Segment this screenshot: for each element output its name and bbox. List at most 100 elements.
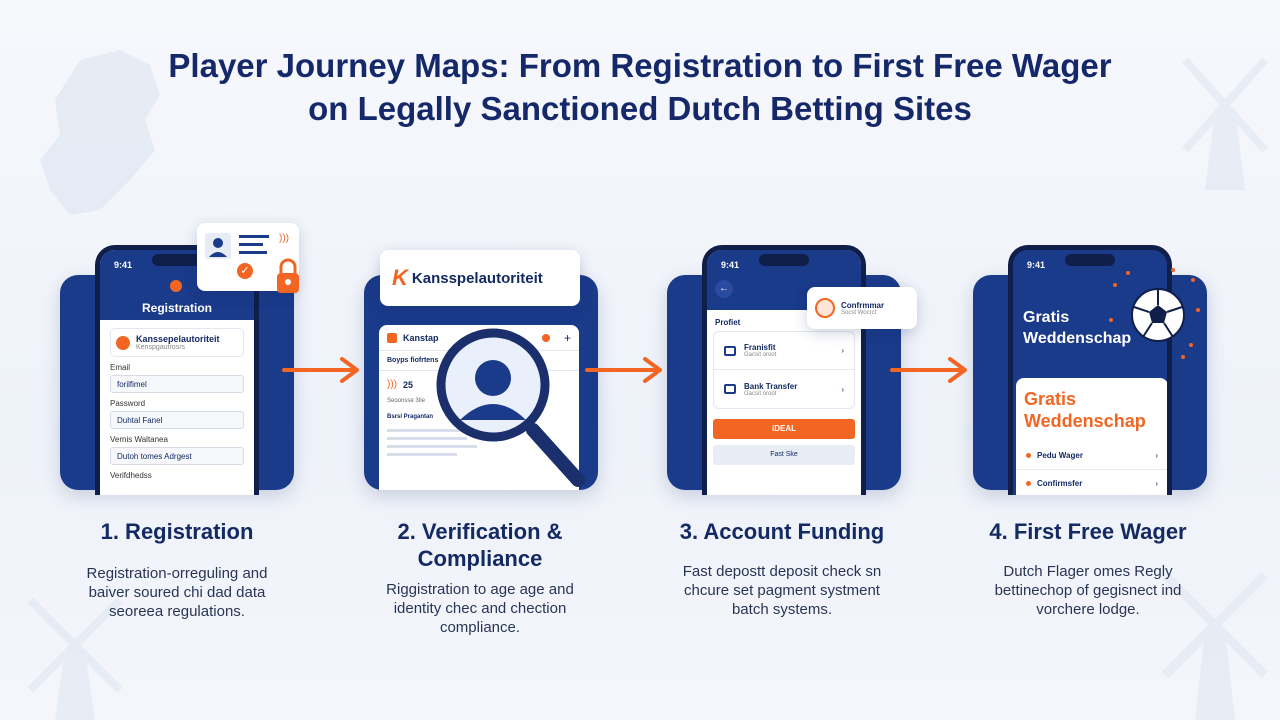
phone-notch <box>152 254 202 266</box>
id-photo-icon <box>205 233 231 259</box>
step-1-title: 1. Registration <box>100 519 254 544</box>
phone-notch <box>1065 254 1115 266</box>
chevron-right-icon: › <box>841 346 844 355</box>
chevron-right-icon: › <box>1155 451 1158 460</box>
step-4-desc: Dutch Flager omes Regly bettinechop of g… <box>958 562 1218 619</box>
step-4-title: 4. First Free Wager <box>989 519 1187 544</box>
desc-line: Fast depostt deposit check sn <box>682 563 882 580</box>
registration-form: Kanssepelautoriteit Kenspgautrosrs Email… <box>100 320 254 488</box>
status-time: 9:41 <box>1027 260 1046 270</box>
payment-methods: Franisfit Gacsit oroot › Bank Transfer G… <box>713 331 855 409</box>
regulator-screen: Kanstap + Boyps fiofrtens ))) 25 Seoonss… <box>379 325 579 490</box>
step-3-title: 3. Account Funding <box>679 519 885 544</box>
password-field[interactable]: Duhtal Fanel <box>110 411 244 429</box>
header-title-line-1: Gratis <box>1023 309 1070 326</box>
status-time: 9:41 <box>114 260 133 270</box>
wager-card-title: Gratis Weddenschap <box>1016 378 1167 442</box>
confirmation-popup: Confrmmar Socst Wocrct <box>807 287 917 329</box>
screen-scan-row: ))) 25 <box>379 371 579 398</box>
verification-label: Verifdhedss <box>110 471 152 480</box>
step-1-desc: Registration-orreguling and baiver soure… <box>47 564 307 621</box>
header-title-line-2: Weddenschap <box>1023 330 1132 347</box>
popup-sub: Socst Wocrct <box>841 309 877 316</box>
step-3-desc: Fast depostt deposit check sn chcure set… <box>652 562 912 619</box>
wager-title-line-1: Gratis <box>1024 389 1077 409</box>
add-tab-button[interactable]: + <box>563 330 571 345</box>
brand-sub: Kenspgautrosrs <box>136 344 186 351</box>
desc-line: baiver soured chi dad data <box>88 584 266 601</box>
screen-title: Registration <box>141 301 212 315</box>
step-2-title-line-1: 2. Verification & <box>397 519 563 544</box>
flow-arrow-icon <box>890 357 967 383</box>
check-badge-icon: ✓ <box>237 263 253 279</box>
status-time: 9:41 <box>721 260 740 270</box>
header-title: Gratis Weddenschap <box>1023 307 1131 349</box>
wager-card: Gratis Weddenschap Pedu Wager › Confirms… <box>1016 378 1167 495</box>
email-field[interactable]: forilfimel <box>110 375 244 393</box>
magnifier-icon <box>428 320 588 490</box>
chevron-right-icon: › <box>1155 479 1158 488</box>
desc-line: vorchere lodge. <box>1036 601 1140 618</box>
page-title-line-2: on Legally Sanctioned Dutch Betting Site… <box>308 90 972 127</box>
brand-logo-icon <box>116 335 130 350</box>
desc-line: bettinechop of gegisnect ind <box>994 582 1182 599</box>
windmill-icon <box>1161 571 1269 720</box>
scan-sub: Seoonsse 3Iie <box>387 398 426 404</box>
screen-row-2: Bsrsl Pragantan <box>387 414 434 420</box>
flow-arrow-icon <box>282 357 359 383</box>
page-title: Player Journey Maps: From Registration t… <box>0 44 1280 130</box>
bullet-icon <box>1026 481 1031 486</box>
back-arrow-icon[interactable]: ← <box>715 280 733 298</box>
payment-method-row[interactable]: Franisfit Gacsit oroot › <box>714 332 854 370</box>
ksa-logo-icon: K <box>392 265 408 290</box>
bank-icon <box>724 384 736 394</box>
tab-logo-icon <box>387 332 397 343</box>
id-text-lines <box>239 235 269 254</box>
step-2-title: 2. Verification & Compliance <box>350 518 610 572</box>
desc-line: seoreea regulations. <box>109 603 245 620</box>
wager-row[interactable]: Pedu Wager › <box>1016 442 1167 470</box>
other-method-button[interactable]: Fast Ske <box>713 445 855 465</box>
wager-row[interactable]: Confirmsfer › <box>1016 470 1167 495</box>
chevron-right-icon: › <box>841 384 844 394</box>
address-label: Vernis Waltanea <box>110 435 168 444</box>
wager-title-line-2: Weddenschap <box>1024 411 1146 431</box>
status-dot-icon <box>541 333 550 342</box>
app-logo-icon <box>170 280 182 292</box>
brand-name: Kanssepelautoriteit <box>136 334 220 344</box>
windmill-icon <box>1182 57 1268 190</box>
page-title-line-1: Player Journey Maps: From Registration t… <box>168 47 1112 84</box>
wager-row-label: Confirmsfer <box>1037 479 1083 488</box>
phone-mockup: 9:41 ← Profiet Franisfit Gacsit oroot › … <box>702 245 866 495</box>
ideal-button[interactable]: iDEAL <box>713 419 855 439</box>
regulator-logo-card: K Kansspelautoriteit <box>380 250 580 306</box>
method-name: Franisfit <box>744 343 776 352</box>
method-sub: Gacsit oroot <box>744 352 777 358</box>
phone-header: 9:41 ← <box>707 250 861 310</box>
confirm-icon <box>815 298 835 318</box>
phone-notch <box>759 254 809 266</box>
bullet-icon <box>1026 453 1031 458</box>
step-2-title-line-2: Compliance <box>417 546 543 571</box>
step-2-desc: Riggistration to age age and identity ch… <box>350 580 610 637</box>
password-label: Password <box>110 399 146 408</box>
popup-title: Confrmmar <box>841 300 885 310</box>
desc-line: Riggistration to age age and <box>386 581 574 598</box>
tab-label: Kanstap <box>403 332 439 343</box>
desc-line: Dutch Flager omes Regly <box>1003 563 1173 580</box>
method-name: Bank Transfer <box>744 381 798 391</box>
screen-text-lines <box>379 429 579 456</box>
method-sub: Gacsit oroot <box>744 390 777 397</box>
brand-card: Kanssepelautoriteit Kenspgautrosrs <box>110 328 244 357</box>
scan-number: 25 <box>403 379 414 390</box>
payment-method-row[interactable]: Bank Transfer Gacsit oroot › <box>714 370 854 408</box>
nfc-icon: ))) <box>279 233 289 244</box>
soccer-ball-icon <box>1103 265 1203 365</box>
wager-row-label: Pedu Wager <box>1037 451 1083 460</box>
phone-mockup: 9:41 Registration Kanssepelautoriteit Ke… <box>95 245 259 495</box>
address-field[interactable]: Dutoh tomes Adrgest <box>110 447 244 465</box>
desc-line: compliance. <box>439 619 521 636</box>
windmill-icon <box>27 597 123 720</box>
flow-arrow-icon <box>585 357 662 383</box>
nfc-icon: ))) <box>387 379 397 390</box>
